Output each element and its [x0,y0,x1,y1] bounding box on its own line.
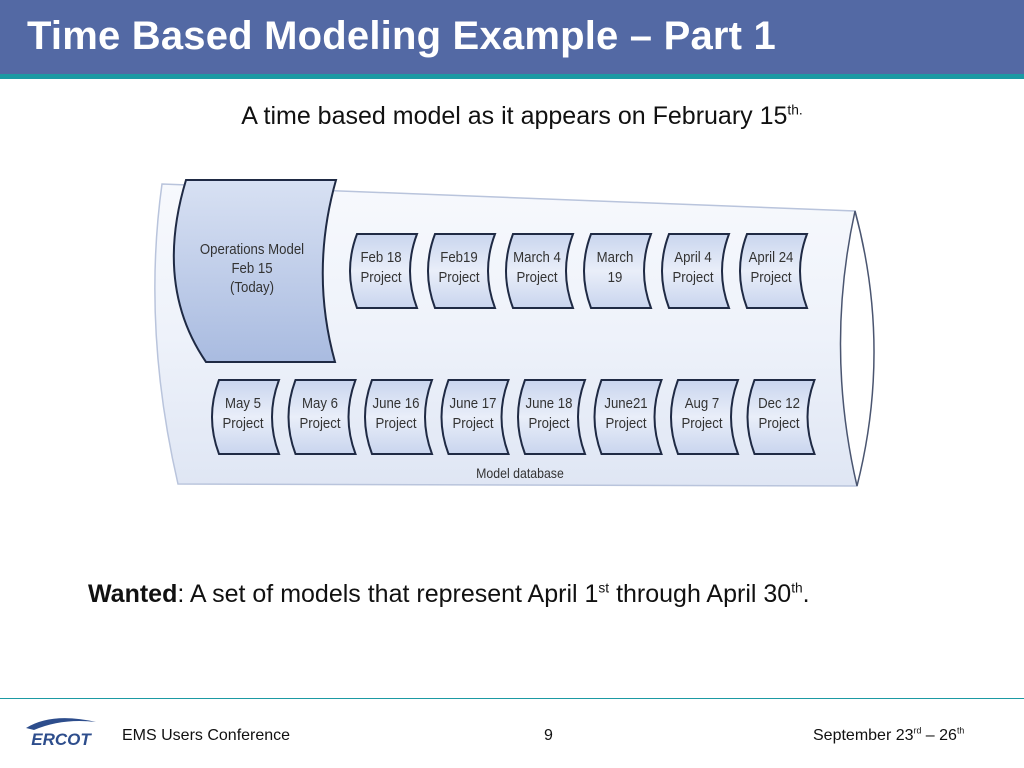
project-row1-label-line1: Feb19 [440,249,478,266]
project-row2-tag-1 [211,379,281,455]
wanted-sup-1: st [598,580,610,596]
ops-line-2: Feb 15 [231,260,273,277]
project-row1-label-5: April 4 Project [660,248,725,288]
project-row1-tag-5 [661,233,731,309]
project-row2-label-8: Dec 12 Project [746,394,811,434]
footer-date: September 23rd – 26th [813,725,965,745]
footer-conference: EMS Users Conference [122,727,291,744]
project-row2-label-1: May 5 Project [210,394,275,434]
project-row2-tag-3 [364,379,434,455]
project-row2-label-line2: Project [528,415,570,432]
project-row1-label-line2: Project [750,269,792,286]
project-row1-tag-3 [505,233,575,309]
project-row2-label-5: June 18 Project [516,394,581,434]
project-row2-tag-5 [517,379,587,455]
project-row1-label-line2: Project [516,269,558,286]
project-row2-label-line2: Project [451,415,494,432]
date-sup-2: th [956,725,965,736]
footer-page-number: 9 [544,727,553,744]
database-cylinder-endcap [839,210,875,487]
ops-line-1: Operations Model [199,241,305,258]
footer-divider [0,698,1024,699]
title-bar [0,0,1024,74]
project-row2-label-line1: May 6 [301,395,338,412]
project-row2-label-line2: Project [604,415,647,432]
date-mid: – 26 [921,727,957,744]
operations-model-shape [172,179,338,363]
date-sup-1: rd [913,725,922,736]
project-row2-tag-4 [440,379,510,455]
project-row1-label-line2: Project [672,269,714,286]
project-row2-label-7: Aug 7 Project [669,394,734,434]
project-row2-label-line1: June 17 [449,395,496,412]
project-row1-label-line2: Project [360,269,402,286]
subtitle-text: A time based model as it appears on Febr… [241,102,788,130]
subtitle-superscript: th. [787,102,803,118]
project-row1-label-3: March 4 Project [504,248,569,288]
project-row1-label-4: March 19 [582,248,647,288]
project-row2-label-line2: Project [222,415,264,432]
project-row2-label-line1: Dec 12 [757,395,800,412]
project-row2-label-line2: Project [681,415,723,432]
project-row1-tag-2 [427,233,497,309]
title-accent-line [0,74,1024,79]
wanted-text-3: . [802,580,810,608]
project-row1-label-line1: Feb 18 [360,249,402,266]
wanted-text-1: : A set of models that represent April 1 [177,580,599,608]
project-row2-label-line2: Project [375,415,417,432]
project-row2-label-line1: June21 [603,395,648,412]
wanted-label: Wanted [88,580,178,608]
project-row1-label-line2: 19 [607,269,623,286]
operations-model-label: Operations Model Feb 15 (Today) [190,240,313,297]
project-row2-label-2: May 6 Project [287,394,352,434]
project-row2-label-line1: June 16 [372,395,420,412]
project-row2-tag-8 [746,379,816,455]
wanted-sup-2: th [791,580,803,596]
project-row1-tag-6 [739,233,809,309]
model-database-label: Model database [476,465,564,481]
project-row2-tag-2 [287,379,357,455]
ercot-logo: ERCOT [26,718,96,748]
project-row2-label-line1: May 5 [225,395,261,412]
project-row2-label-line2: Project [757,415,800,432]
ercot-logo-text: ERCOT [31,730,92,748]
ops-line-3: (Today) [229,279,275,296]
project-row2-label-4: June 17 Project [440,394,505,434]
diagram-shapes [154,179,875,487]
wanted-text-2: through April 30 [609,580,792,608]
project-row1-label-line1: April 24 [748,249,794,266]
slide-title: Time Based Modeling Example – Part 1 [27,14,776,58]
model-database-diagram: Operations Model Feb 15 (Today) Feb 18 Pr… [150,168,890,498]
date-prefix: September 23 [813,727,914,744]
project-row1-label-6: April 24 Project [738,248,803,288]
slide-subtitle: A time based model as it appears on Febr… [0,102,1024,131]
project-row2-label-line2: Project [298,415,341,432]
project-row1-tag-1 [349,233,419,309]
project-row2-label-line1: June 18 [525,395,573,412]
project-row1-label-line1: March 4 [513,249,561,266]
project-row-2 [211,379,816,455]
project-row1-label-line1: March [596,249,634,266]
project-row1-label-1: Feb 18 Project [348,248,413,288]
project-row2-tag-6 [593,379,663,455]
wanted-statement: Wanted: A set of models that represent A… [88,580,810,609]
project-row2-label-3: June 16 Project [363,394,428,434]
project-row2-tag-7 [670,379,740,455]
project-row1-tag-4 [583,233,653,309]
project-row1-label-line1: April 4 [674,249,712,266]
project-row-1 [349,233,809,309]
project-row1-label-line2: Project [438,269,480,286]
project-row2-label-line1: Aug 7 [684,395,720,412]
